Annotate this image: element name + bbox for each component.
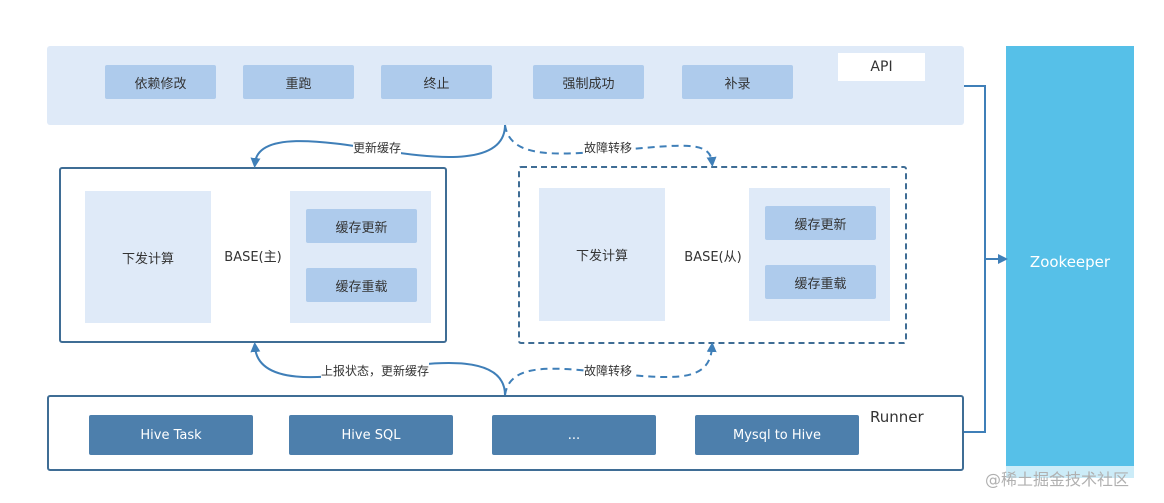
arrow-failover-top (504, 124, 717, 167)
arrow-failover-bottom (504, 342, 717, 396)
runner-box (47, 395, 964, 471)
base-slave-cache-update: 缓存更新 (765, 206, 876, 240)
runner-task-mysql-to-hive[interactable]: Mysql to Hive (695, 415, 859, 455)
base-master-box (59, 167, 447, 343)
runner-task-hive-sql[interactable]: Hive SQL (289, 415, 453, 455)
api-label: API (838, 53, 925, 81)
api-button-rerun[interactable]: 重跑 (243, 65, 354, 99)
flow-label-update-cache: 更新缓存 (353, 139, 402, 156)
connector-api-zookeeper (964, 85, 986, 433)
api-button-backfill[interactable]: 补录 (682, 65, 793, 99)
api-button-stop[interactable]: 终止 (381, 65, 492, 99)
base-slave-label: BASE(从) (684, 249, 742, 265)
base-slave-compute: 下发计算 (539, 188, 665, 321)
base-master-compute: 下发计算 (85, 191, 211, 323)
flow-label-failover-bottom: 故障转移 (584, 362, 633, 379)
runner-task-hive-task[interactable]: Hive Task (89, 415, 253, 455)
runner-label: Runner (870, 408, 924, 426)
flow-label-failover-top: 故障转移 (584, 139, 633, 156)
watermark-text: @稀土掘金技术社区 (985, 466, 1160, 489)
runner-task-more[interactable]: ... (492, 415, 656, 455)
flow-label-report-status: 上报状态，更新缓存 (321, 362, 430, 379)
base-slave-cache-reload: 缓存重载 (765, 265, 876, 299)
base-master-label: BASE(主) (224, 249, 282, 265)
base-master-cache-update: 缓存更新 (306, 209, 417, 243)
api-button-dependency-modify[interactable]: 依赖修改 (105, 65, 216, 99)
api-button-force-success[interactable]: 强制成功 (533, 65, 644, 99)
zookeeper-box: Zookeeper (1006, 46, 1134, 478)
base-master-cache-reload: 缓存重载 (306, 268, 417, 302)
